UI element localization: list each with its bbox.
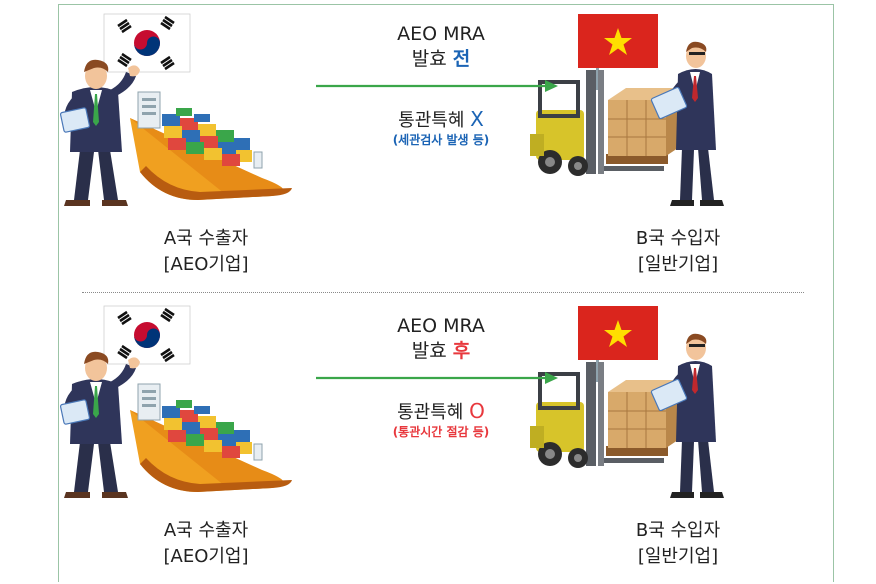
exporter-name: A국 수출자: [163, 520, 249, 541]
benefit-line: 통관특혜 X: [356, 108, 526, 132]
mra-status-prefix: 발효: [411, 48, 447, 70]
mra-status-line: 발효 후: [356, 339, 526, 364]
mra-status-prefix: 발효: [411, 340, 447, 362]
exporter-illustration: [58, 304, 294, 500]
importer-type: [일반기업]: [637, 254, 719, 275]
section-divider: [82, 292, 804, 293]
importer-name: B국 수입자: [635, 228, 721, 249]
mra-title-after: AEO MRA 발효 후: [356, 314, 526, 364]
benefit-mark-x: X: [470, 107, 484, 131]
importer-type: [일반기업]: [637, 546, 719, 567]
benefit-before: 통관특혜 X (세관검사 발생 등): [356, 108, 526, 148]
mra-title-text: AEO MRA: [397, 315, 485, 337]
benefit-note: (세관검사 발생 등): [392, 133, 490, 147]
mra-status-highlight: 후: [452, 340, 471, 362]
importer-illustration: [528, 304, 726, 500]
exporter-label-after: A국 수출자 [AEO기업]: [116, 518, 296, 570]
mra-title-text: AEO MRA: [397, 23, 485, 45]
exporter-illustration: [58, 12, 294, 208]
exporter-type: [AEO기업]: [163, 254, 249, 275]
benefit-text: 통관특혜: [397, 402, 464, 423]
importer-label-before: B국 수입자 [일반기업]: [588, 226, 768, 278]
exporter-name: A국 수출자: [163, 228, 249, 249]
flow-arrow-before: [316, 80, 558, 92]
importer-label-after: B국 수입자 [일반기업]: [588, 518, 768, 570]
diagram-frame: [58, 4, 834, 582]
importer-illustration: [528, 12, 726, 208]
benefit-line: 통관특혜 O: [356, 400, 526, 424]
benefit-after: 통관특혜 O (통관시간 절감 등): [356, 400, 526, 440]
benefit-text: 통관특혜: [398, 110, 465, 131]
benefit-mark-o: O: [469, 399, 485, 423]
mra-title-before: AEO MRA 발효 전: [356, 22, 526, 72]
exporter-label-before: A국 수출자 [AEO기업]: [116, 226, 296, 278]
mra-status-line: 발효 전: [356, 47, 526, 72]
benefit-note: (통관시간 절감 등): [392, 425, 490, 439]
exporter-type: [AEO기업]: [163, 546, 249, 567]
mra-status-highlight: 전: [452, 48, 471, 70]
flow-arrow-after: [316, 372, 558, 384]
importer-name: B국 수입자: [635, 520, 721, 541]
